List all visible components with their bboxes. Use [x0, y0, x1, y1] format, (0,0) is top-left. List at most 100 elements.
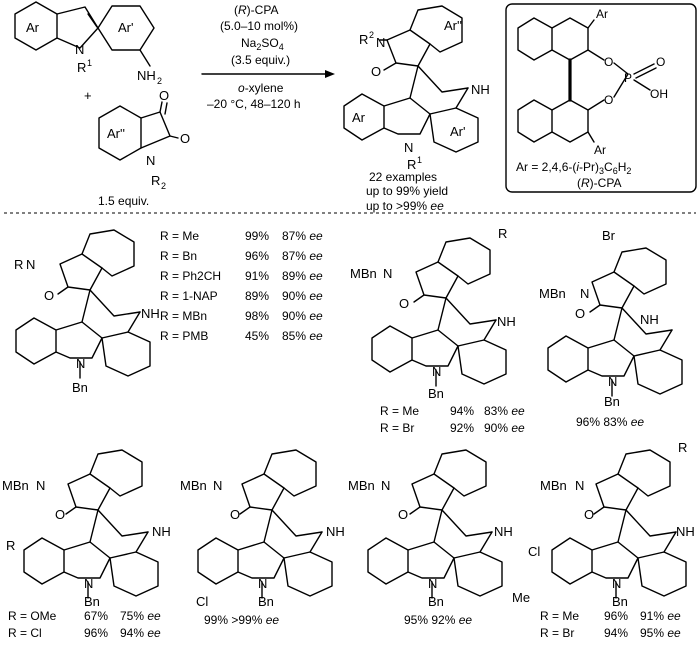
- s7-ee: 95% ee: [640, 626, 681, 640]
- s1-r-row: R = Bn: [160, 249, 197, 263]
- plus-sign: +: [84, 88, 92, 103]
- example-series-4: MBn N O NH R N Bn R = OMe 67% 75% ee R =…: [2, 449, 171, 640]
- s2-n-indole: N: [432, 364, 441, 379]
- s1-yield: 96%: [245, 249, 269, 263]
- reactant-isatin: Ar'' O O N R 2 1.5 equiv.: [98, 88, 190, 208]
- s5-mbn-label: MBn: [180, 478, 207, 493]
- s6-o-label: O: [398, 507, 408, 522]
- s4-mbn-label: MBn: [2, 478, 29, 493]
- s4-ee: 75% ee: [120, 609, 161, 623]
- s4-r-row: R = Cl: [8, 626, 42, 640]
- cpa-catalyst-box: Ar O O P O OH Ar Ar = 2,4,6-(i-Pr)3C6H2 …: [505, 3, 697, 193]
- r2-subscript: 2: [161, 181, 166, 191]
- isatin-o-top: O: [159, 88, 169, 103]
- temperature-time: –20 °C, 48–120 h: [207, 97, 301, 111]
- s2-yield: 94%: [450, 404, 474, 418]
- s1-yield: 99%: [245, 229, 269, 243]
- s3-nh-label: NH: [640, 312, 659, 327]
- s7-n-indole: N: [612, 576, 621, 591]
- s1-yield: 98%: [245, 309, 269, 323]
- example-series-6: MBn N O NH N Bn Me 95% 92% ee: [348, 449, 530, 627]
- s3-n-indole: N: [608, 374, 617, 389]
- nh2-subscript: 2: [157, 76, 162, 86]
- additive-label: Na2SO4: [241, 36, 284, 52]
- s3-bn-label: Bn: [604, 394, 620, 409]
- ring-label-ar-prime: Ar': [118, 20, 133, 35]
- s7-ee: 91% ee: [640, 609, 681, 623]
- s2-r-label: R: [498, 226, 507, 241]
- s6-me-label: Me: [512, 590, 530, 605]
- cpa-label: (R)-CPA: [577, 176, 621, 190]
- s3-mbn-label: MBn: [539, 286, 566, 301]
- s7-r-row: R = Me: [540, 609, 579, 623]
- product-o: O: [371, 64, 381, 79]
- s2-n-oxindole: N: [383, 266, 392, 281]
- s6-nh-label: NH: [494, 524, 513, 539]
- s1-bn-label: Bn: [72, 380, 88, 395]
- s3-br-label: Br: [602, 228, 616, 243]
- s1-n-oxindole: N: [26, 257, 35, 272]
- ring-label-ar: Ar: [26, 20, 40, 35]
- s5-bn-label: Bn: [258, 594, 274, 609]
- s4-r-label: R: [6, 538, 15, 553]
- r1-superscript: 1: [87, 58, 92, 68]
- s1-results-table: R = Me 99% 87% ee R = Bn 96% 87% ee R = …: [160, 229, 323, 343]
- s1-o-label: O: [44, 288, 54, 303]
- reactant-indole-aniline: Ar Ar' N R 1 NH 2: [14, 1, 162, 86]
- s1-yield: 45%: [245, 329, 269, 343]
- s1-yield: 89%: [245, 289, 269, 303]
- s1-ee: 90% ee: [282, 289, 323, 303]
- product-ring-ar: Ar: [352, 110, 366, 125]
- s5-n-oxindole: N: [213, 478, 222, 493]
- s5-nh-label: NH: [326, 524, 345, 539]
- s7-cl-label: Cl: [528, 544, 540, 559]
- cpa-o-double: O: [656, 55, 665, 69]
- example-series-3: Br MBn N O NH N Bn 96% 83% ee: [539, 228, 683, 429]
- s1-r-row: R = MBn: [160, 309, 207, 323]
- s1-ee: 87% ee: [282, 229, 323, 243]
- cpa-p: P: [624, 71, 632, 85]
- product-r2-sup: 2: [369, 30, 374, 40]
- s4-yield: 67%: [84, 609, 108, 623]
- r2-label: R: [151, 173, 160, 188]
- s1-ee: 89% ee: [282, 269, 323, 283]
- max-yield: up to 99% yield: [366, 184, 448, 198]
- cpa-ar-definition: Ar = 2,4,6-(i-Pr)3C6H2: [516, 160, 631, 176]
- s7-yield: 96%: [604, 609, 628, 623]
- s6-mbn-label: MBn: [348, 478, 375, 493]
- s2-nh-label: NH: [497, 314, 516, 329]
- s1-ee: 87% ee: [282, 249, 323, 263]
- s1-r-label: R: [14, 257, 23, 272]
- catalyst-loading: (5.0–10 mol%): [220, 19, 298, 33]
- product-n1: N: [404, 140, 413, 155]
- s6-n-oxindole: N: [381, 478, 390, 493]
- s2-bn-label: Bn: [428, 386, 444, 401]
- s1-r-row: R = Me: [160, 229, 199, 243]
- s3-result: 96% 83% ee: [576, 415, 644, 429]
- isatin-o-right: O: [180, 131, 190, 146]
- s5-o-label: O: [230, 507, 240, 522]
- product-r1: R: [407, 157, 416, 172]
- s7-mbn-label: MBn: [540, 478, 567, 493]
- cpa-o-lower: O: [604, 93, 613, 107]
- s4-o-label: O: [55, 507, 65, 522]
- example-series-1: R N O NH N Bn R = Me 99% 87% ee R = Bn 9…: [14, 229, 323, 395]
- r1-label: R: [77, 60, 86, 75]
- example-series-2: R MBn N O NH N Bn R = Me 94% 83% ee R = …: [350, 226, 525, 435]
- s1-r-row: R = Ph2CH: [160, 269, 221, 283]
- isatin-equiv: 1.5 equiv.: [98, 194, 149, 208]
- s2-o-label: O: [399, 296, 409, 311]
- product-ring-ar-prime: Ar': [450, 124, 465, 139]
- s1-r-row: R = 1-NAP: [160, 289, 218, 303]
- s1-n-indole: N: [76, 356, 85, 371]
- cpa-box-frame: [505, 3, 697, 193]
- product-general-structure: Ar'' Ar Ar' R 2 N O NH N R 1: [343, 5, 490, 172]
- s2-r-row: R = Br: [380, 421, 414, 435]
- s1-yield: 91%: [245, 269, 269, 283]
- ring-label-ar-double-prime: Ar'': [107, 126, 125, 141]
- s4-nh-label: NH: [152, 524, 171, 539]
- s6-result: 95% 92% ee: [404, 613, 472, 627]
- product-r2: R: [359, 32, 368, 47]
- additive-equiv: (3.5 equiv.): [231, 53, 290, 67]
